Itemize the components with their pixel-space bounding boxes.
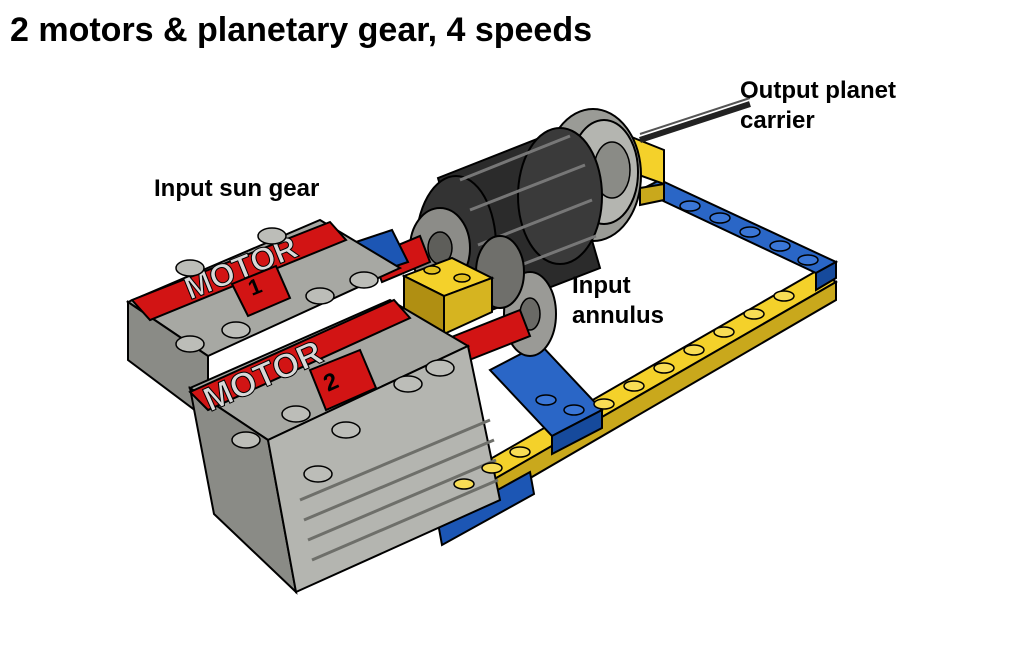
label-output-line2: carrier bbox=[740, 107, 815, 134]
yellow-beam-studs bbox=[453, 290, 795, 490]
label-output-line1: Output planet bbox=[740, 77, 896, 104]
blue-plate-front bbox=[436, 470, 536, 547]
label-output-planet-carrier: Output planet carrier bbox=[740, 76, 896, 136]
label-input-annulus-line2: annulus bbox=[572, 302, 665, 329]
output-axle bbox=[639, 97, 751, 143]
blue-beam-right bbox=[637, 178, 839, 292]
label-input-annulus-line1: Input bbox=[572, 272, 631, 299]
blue-beam-studs bbox=[535, 200, 819, 416]
motor-studs bbox=[175, 227, 455, 483]
label-input-annulus: Input annulus bbox=[572, 271, 664, 331]
page-title: 2 motors & planetary gear, 4 speeds bbox=[10, 11, 593, 49]
label-input-sun-gear: Input sun gear bbox=[154, 175, 320, 202]
yellow-gear-block bbox=[401, 256, 495, 336]
